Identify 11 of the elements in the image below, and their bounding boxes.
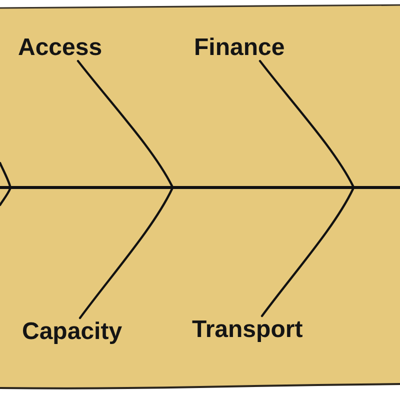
category-label: Transport xyxy=(192,316,303,343)
spine-line xyxy=(0,186,400,189)
branch-line xyxy=(76,60,174,188)
category-label: Capacity xyxy=(22,318,122,345)
category-label: Access xyxy=(18,34,102,61)
branch-line xyxy=(260,188,354,318)
branch-line xyxy=(0,188,12,206)
branch-line xyxy=(258,60,354,188)
category-label: Finance xyxy=(194,34,285,61)
branch-line xyxy=(0,162,12,188)
branch-line xyxy=(78,188,174,320)
